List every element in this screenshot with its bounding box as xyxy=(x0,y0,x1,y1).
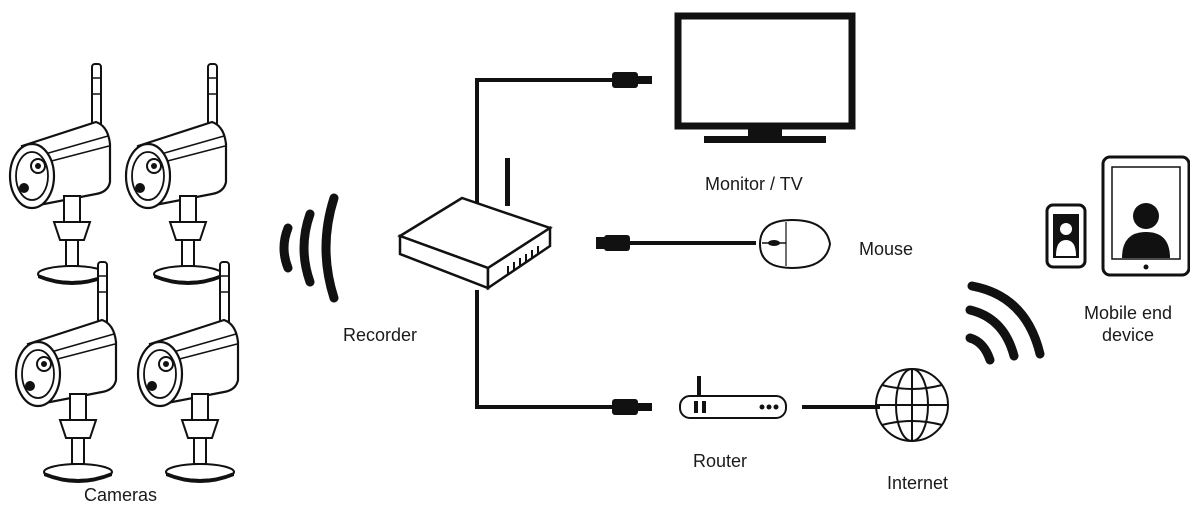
internet-label: Internet xyxy=(887,473,949,493)
monitor-label: Monitor / TV xyxy=(705,174,803,194)
connection-lines xyxy=(475,78,880,409)
monitor-icon xyxy=(674,12,856,143)
wireless-signal-icon xyxy=(279,193,339,303)
mobile-end-device-label: Mobile end device xyxy=(1074,302,1182,346)
phone-icon xyxy=(1045,203,1087,269)
mouse-icon xyxy=(758,218,832,270)
mobile-label-line1: Mobile end xyxy=(1083,303,1173,323)
mobile-label-line2: device xyxy=(1101,325,1155,345)
camera-bottom-right xyxy=(136,260,240,485)
monitor-plug-icon xyxy=(612,72,652,88)
security-camera-icon xyxy=(14,260,118,485)
wireless-signal-icon xyxy=(965,281,1045,365)
recorder-box-icon xyxy=(397,158,553,291)
security-camera-icon xyxy=(136,260,240,485)
tablet-icon xyxy=(1101,155,1190,277)
camera-bottom-left xyxy=(14,260,118,485)
cameras-label: Cameras xyxy=(84,485,158,505)
router-icon xyxy=(679,376,787,419)
mouse-plug-icon xyxy=(596,235,630,251)
recorder-label: Recorder xyxy=(343,325,418,345)
globe-icon xyxy=(875,368,949,442)
router-plug-icon xyxy=(612,399,652,415)
camera-top-right xyxy=(124,62,228,287)
router-label: Router xyxy=(693,451,748,471)
mouse-label: Mouse xyxy=(859,239,914,259)
camera-top-left xyxy=(8,62,112,287)
security-camera-icon xyxy=(124,62,228,287)
security-camera-icon xyxy=(8,62,112,287)
